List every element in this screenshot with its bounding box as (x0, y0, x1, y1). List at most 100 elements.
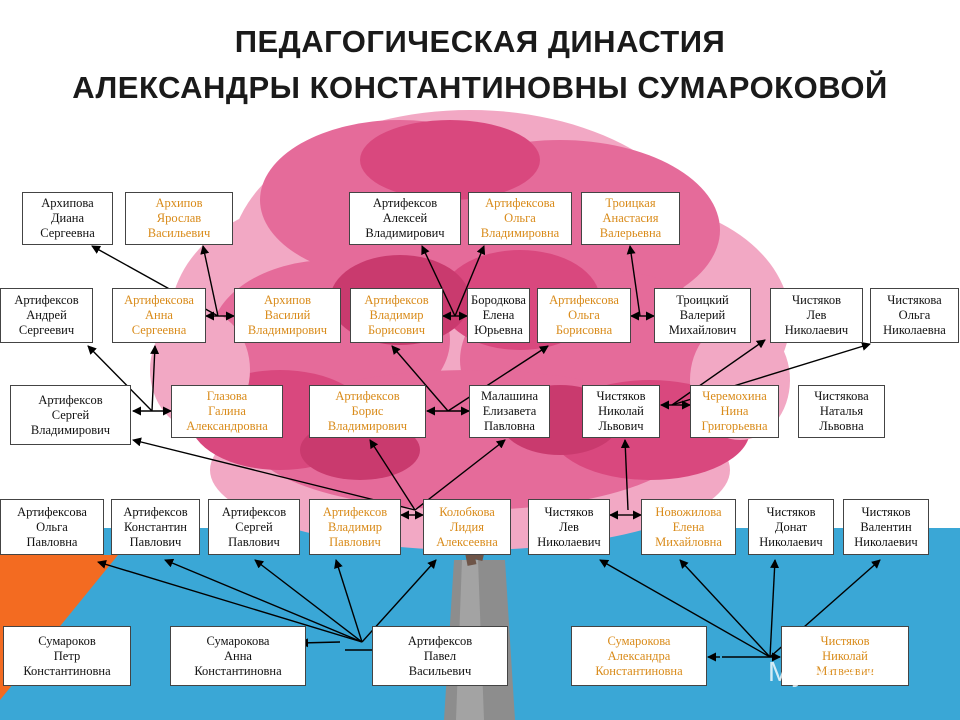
watermark-part-2: Shared (806, 656, 900, 687)
given-name: Анастасия (602, 211, 659, 225)
given-name: Анна (145, 308, 173, 322)
given-name: Ярослав (156, 211, 202, 225)
surname: Артифексов (335, 389, 400, 403)
surname: Артифексов (14, 293, 79, 307)
patronymic: Александровна (186, 419, 268, 433)
given-name: Ольга (568, 308, 600, 322)
surname: Чистяков (596, 389, 646, 403)
myshared-watermark: MyShared (768, 656, 900, 688)
surname: Архипов (155, 196, 203, 210)
patronymic: Константиновна (23, 663, 111, 678)
patronymic: Матвеевич (816, 663, 874, 678)
given-name: Елена (672, 519, 705, 534)
given-name: Сергей (235, 519, 273, 534)
patronymic: Николаевич (759, 534, 823, 549)
surname: Сумароков (38, 633, 96, 648)
surname: Глазова (206, 389, 248, 403)
given-name: Владимир (369, 308, 424, 322)
patronymic: Львович (598, 419, 644, 433)
surname: Колобкова (439, 504, 495, 519)
given-name: Лев (806, 308, 827, 322)
patronymic: Николаевич (537, 534, 601, 549)
patronymic: Михайловна (655, 534, 722, 549)
patronymic: Николаевич (784, 323, 849, 337)
given-name: Донат (774, 519, 808, 534)
surname: Архипова (41, 196, 94, 210)
patronymic: Николаевич (854, 534, 918, 549)
surname: Артифексова (549, 293, 619, 307)
surname: Чистякова (814, 389, 869, 403)
given-name: Ольга (898, 308, 931, 322)
surname: Троицкий (676, 293, 729, 307)
patronymic: Павловна (26, 534, 78, 549)
patronymic: Владимирович (247, 323, 328, 337)
patronymic: Сергеевич (18, 323, 75, 337)
patronymic: Алексеевна (436, 534, 498, 549)
surname: Артифексов (123, 504, 188, 519)
given-name: Павел (423, 648, 457, 663)
watermark-part-1: My (768, 656, 807, 687)
patronymic: Валерьевна (599, 226, 662, 240)
patronymic: Сергеевна (40, 226, 95, 240)
patronymic: Константиновна (194, 663, 282, 678)
surname: Чистяков (544, 504, 594, 519)
patronymic: Борисовна (555, 323, 613, 337)
surname: Чистяков (861, 504, 911, 519)
surname: Чистяков (766, 504, 816, 519)
surname: Чистякова (887, 293, 942, 307)
patronymic: Владимирович (327, 419, 408, 433)
patronymic: Борисович (367, 323, 426, 337)
given-name: Борис (351, 404, 384, 418)
page-title-line-1: ПЕДАГОГИЧЕСКАЯ ДИНАСТИЯ (234, 24, 726, 59)
patronymic: Павлович (129, 534, 182, 549)
given-name: Нина (720, 404, 749, 418)
patronymic: Васильевич (408, 663, 472, 678)
surname: Артифексова (485, 196, 555, 210)
patronymic: Сергеевна (131, 323, 187, 337)
given-name: Петр (53, 648, 81, 663)
given-name: Анна (224, 648, 252, 663)
surname: Артифексов (38, 392, 103, 407)
surname: Артифексов (407, 633, 473, 648)
given-name: Диана (50, 211, 84, 225)
surname: Артифексова (17, 504, 87, 519)
patronymic: Николаевна (883, 323, 946, 337)
patronymic: Владимировна (480, 226, 560, 240)
surname: Сумарокова (607, 633, 671, 648)
